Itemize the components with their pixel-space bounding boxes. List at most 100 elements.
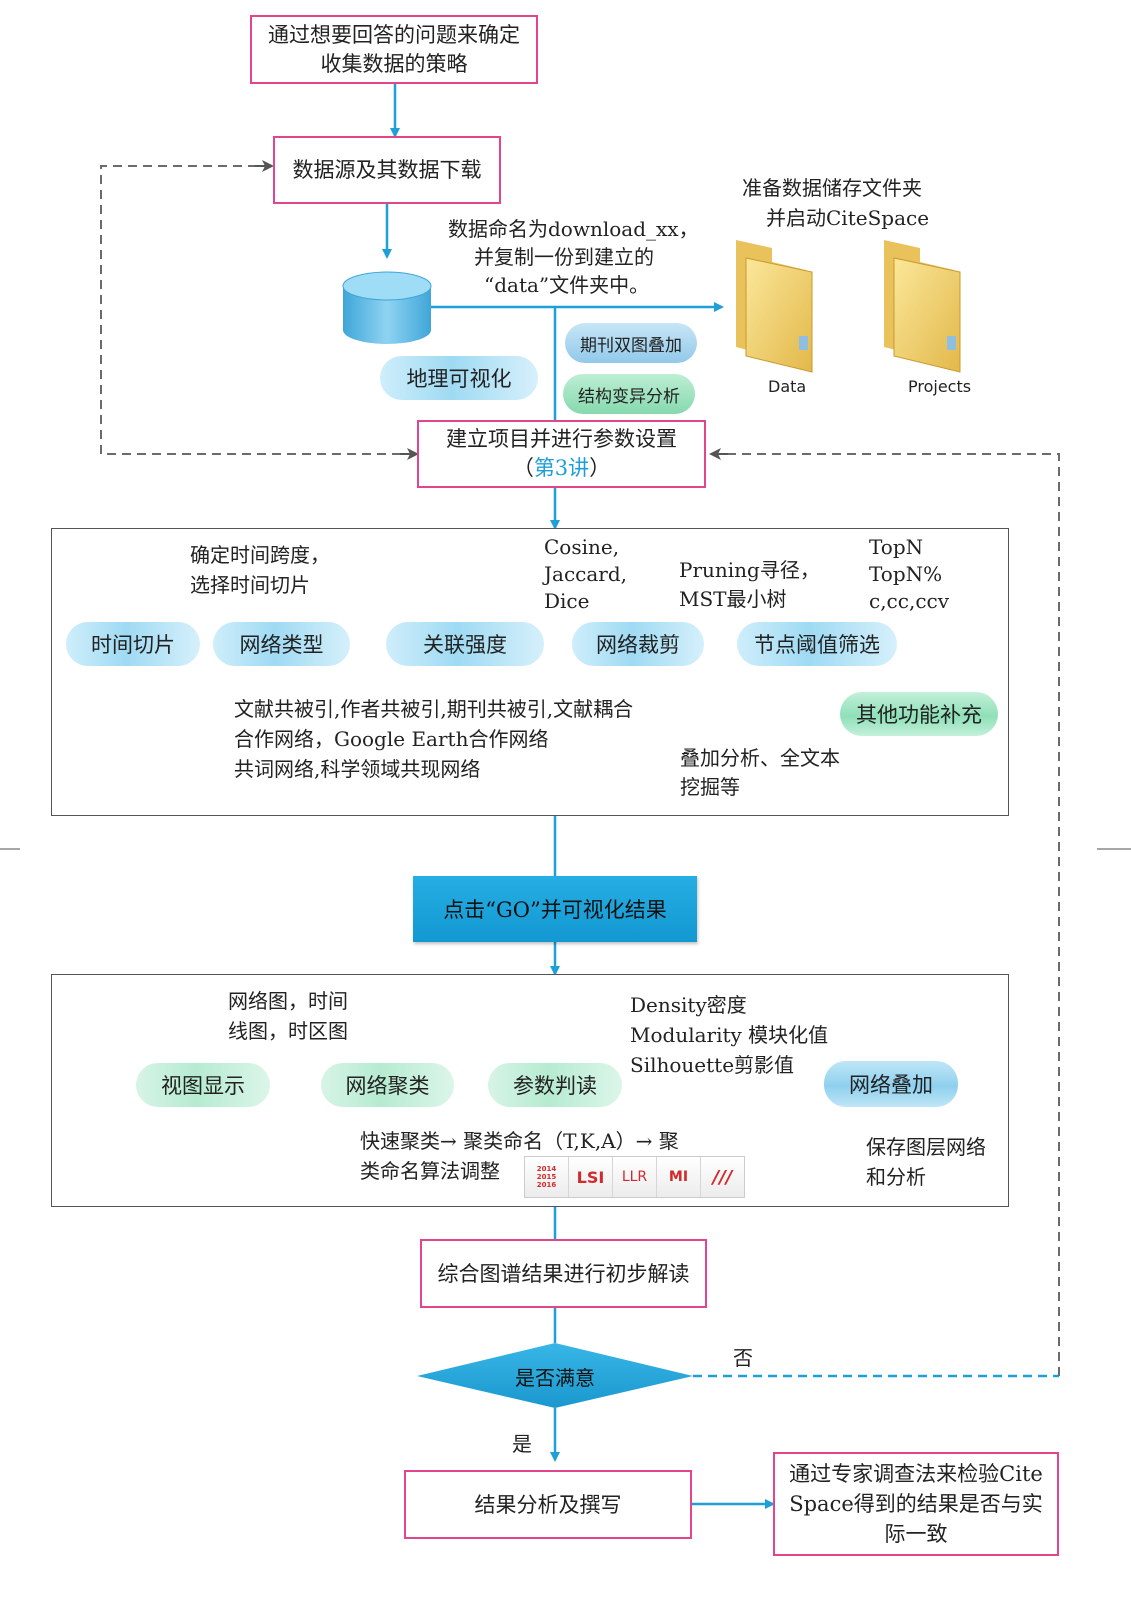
cluster-note-line-1: 快速聚类→ 聚类命名（T,K,A）→ 聚 (360, 1129, 679, 1153)
data-folder-label: Data (768, 377, 807, 396)
time-slice-label: 时间切片 (91, 633, 175, 657)
projects-folder-icon (884, 240, 961, 373)
threshold-line-3: c,cc,ccv (869, 589, 950, 613)
view-note-line-2: 线图，时区图 (228, 1019, 348, 1043)
algo-mi-button[interactable]: MI (657, 1157, 701, 1197)
algo-mi-label: MI (668, 1169, 689, 1185)
other-note-line-1: 叠加分析、全文本 (680, 746, 840, 770)
decision-diamond (417, 1343, 693, 1408)
link-strength-label: 关联强度 (423, 633, 507, 657)
expert-validation-box: 通过专家调查法来检验Cite Space得到的结果是否与实 际一致 (773, 1452, 1059, 1556)
algo-year-label: 2014 2015 2016 (536, 1165, 557, 1189)
geo-visualization-label: 地理可视化 (406, 367, 512, 391)
strategy-line-1: 通过想要回答的问题来确定 (268, 22, 520, 47)
algo-year-button[interactable]: 2014 2015 2016 (525, 1157, 569, 1197)
go-visualize-box: 点击“GO”并可视化结果 (413, 876, 697, 942)
view-display-label: 视图显示 (161, 1074, 245, 1098)
expert-line-2: Space得到的结果是否与实 (789, 1492, 1043, 1516)
write-box: 结果分析及撰写 (404, 1470, 692, 1539)
network-pruning-pill: 网络裁剪 (572, 622, 704, 666)
structural-variation-label: 结构变异分析 (578, 386, 680, 407)
interpret-label: 综合图谱结果进行初步解读 (437, 1261, 690, 1286)
parameter-settings-panel (51, 528, 1009, 816)
pruning-line-2: MST最小树 (679, 587, 787, 611)
overlay-note-line-1: 保存图层网络 (866, 1135, 986, 1159)
yes-label: 是 (512, 1432, 532, 1456)
journal-overlay-pill: 期刊双图叠加 (565, 323, 697, 363)
network-note-line-3: 共词网络,科学领域共现网络 (234, 757, 481, 781)
threshold-line-1: TopN (869, 535, 924, 559)
cluster-note-line-2: 类命名算法调整 (360, 1159, 500, 1183)
node-threshold-label: 节点阈值筛选 (754, 633, 880, 657)
time-slice-pill: 时间切片 (66, 622, 200, 666)
time-note-line-2: 选择时间切片 (190, 573, 310, 597)
time-note-line-1: 确定时间跨度， (190, 543, 330, 567)
parameter-reading-pill: 参数判读 (488, 1063, 622, 1107)
clustering-note: 快速聚类→ 聚类命名（T,K,A）→ 聚 类命名算法调整 (360, 1126, 679, 1186)
strength-line-2: Jaccard, (544, 562, 627, 586)
journal-overlay-label: 期刊双图叠加 (580, 335, 682, 356)
parameter-reading-label: 参数判读 (513, 1074, 597, 1098)
other-functions-pill: 其他功能补充 (840, 692, 998, 736)
satisfied-label: 是否满意 (515, 1366, 595, 1390)
data-folder-icon (736, 240, 813, 373)
other-functions-label: 其他功能补充 (856, 703, 982, 727)
network-clustering-pill: 网络聚类 (321, 1063, 454, 1107)
network-type-pill: 网络类型 (213, 622, 350, 666)
download-label: 数据源及其数据下载 (292, 158, 482, 182)
parameter-reading-note: Density密度 Modularity 模块化值 Silhouette剪影值 (630, 990, 828, 1080)
algo-slash-button[interactable]: /// (701, 1157, 744, 1197)
strength-line-3: Dice (544, 589, 590, 613)
lecture-ref: （第3讲） (512, 456, 611, 480)
strength-line-1: Cosine, (544, 535, 620, 559)
go-visualize-label: 点击“GO”并可视化结果 (443, 898, 667, 922)
view-display-note: 网络图，时间 线图，时区图 (228, 986, 348, 1046)
threshold-line-2: TopN% (869, 562, 943, 586)
overlay-note: 保存图层网络 和分析 (866, 1132, 986, 1192)
network-type-label: 网络类型 (239, 633, 324, 657)
write-label: 结果分析及撰写 (474, 1492, 622, 1517)
time-slice-note: 确定时间跨度， 选择时间切片 (190, 540, 330, 600)
strategy-box: 通过想要回答的问题来确定 收集数据的策略 (250, 15, 538, 84)
algo-llr-button[interactable]: LLR (613, 1157, 657, 1197)
pruning-line-1: Pruning寻径， (679, 558, 820, 582)
network-overlay-pill: 网络叠加 (824, 1061, 958, 1107)
naming-line-2: 并复制一份到建立的 (474, 245, 654, 269)
network-note-line-2: 合作网络，Google Earth合作网络 (234, 727, 549, 751)
other-functions-note: 叠加分析、全文本 挖掘等 (680, 744, 840, 802)
algo-llr-label: LLR (621, 1169, 648, 1185)
expert-line-1: 通过专家调查法来检验Cite (789, 1462, 1043, 1486)
download-box: 数据源及其数据下载 (273, 136, 501, 204)
other-note-line-2: 挖掘等 (680, 775, 740, 799)
interpret-box: 综合图谱结果进行初步解读 (420, 1239, 707, 1308)
labeling-algorithm-toolbar: 2014 2015 2016 LSI LLR MI /// (524, 1156, 745, 1198)
link-strength-pill: 关联强度 (386, 622, 544, 666)
folders-title-line-2: 并启动CiteSpace (766, 206, 930, 230)
overlay-note-line-2: 和分析 (866, 1165, 926, 1189)
view-note-line-1: 网络图，时间 (228, 989, 348, 1013)
project-setup-box: 建立项目并进行参数设置 （第3讲） (417, 420, 706, 488)
algo-lsi-button[interactable]: LSI (569, 1157, 613, 1197)
algo-slash-label: /// (712, 1166, 733, 1188)
algo-lsi-label: LSI (576, 1167, 605, 1187)
param-note-line-2: Modularity 模块化值 (630, 1023, 829, 1047)
strength-note: Cosine, Jaccard, Dice (544, 534, 627, 615)
lecture-ref-link: 第3讲 (533, 456, 590, 480)
expert-line-3: 际一致 (884, 1522, 948, 1546)
geo-visualization-pill: 地理可视化 (380, 356, 538, 400)
naming-line-1: 数据命名为download_xx， (448, 217, 699, 241)
projects-folder-label: Projects (908, 377, 972, 396)
database-icon (342, 271, 432, 344)
naming-note: 数据命名为download_xx， 并复制一份到建立的 “data”文件夹中。 (448, 215, 699, 299)
strategy-line-2: 收集数据的策略 (320, 51, 468, 76)
param-note-line-3: Silhouette剪影值 (630, 1053, 795, 1077)
pruning-note: Pruning寻径， MST最小树 (679, 556, 820, 614)
threshold-note: TopN TopN% c,cc,ccv (869, 534, 949, 615)
network-clustering-label: 网络聚类 (345, 1074, 430, 1098)
network-pruning-label: 网络裁剪 (596, 633, 680, 657)
project-setup-label: 建立项目并进行参数设置 (446, 427, 677, 451)
network-note-line-1: 文献共被引,作者共被引,期刊共被引,文献耦合 (234, 697, 634, 721)
network-type-note: 文献共被引,作者共被引,期刊共被引,文献耦合 合作网络，Google Earth… (234, 694, 633, 784)
no-label: 否 (733, 1346, 753, 1370)
folders-title-line-1: 准备数据储存文件夹 (742, 176, 922, 200)
